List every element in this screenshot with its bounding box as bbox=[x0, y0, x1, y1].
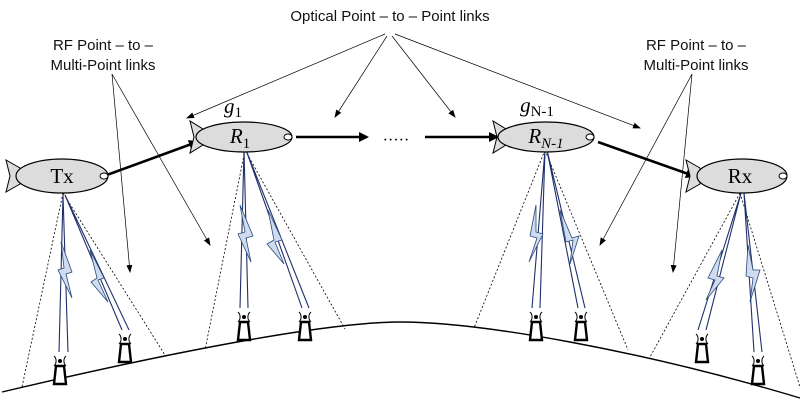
lightning-icon bbox=[237, 204, 254, 263]
lightning-icon bbox=[266, 209, 285, 265]
antenna-icon bbox=[117, 333, 133, 364]
rx-blimp: Rx bbox=[685, 158, 788, 194]
lightning-icon bbox=[528, 204, 544, 263]
gn1-label: gN-1 bbox=[520, 93, 554, 120]
antenna-icon bbox=[573, 311, 589, 342]
rx-coverage-cone bbox=[649, 192, 801, 388]
lightning-icon bbox=[559, 209, 580, 265]
r1-blimp: R1 bbox=[189, 119, 293, 155]
lightning-icon bbox=[57, 241, 73, 299]
coverage-cones bbox=[21, 149, 801, 388]
antenna-icon bbox=[750, 355, 766, 386]
lightning-icon bbox=[89, 249, 109, 303]
g1-label: g1 bbox=[224, 94, 242, 121]
rn1-label: RN-1 bbox=[527, 124, 563, 152]
rf-right-label-line1: RF Point – to – bbox=[646, 37, 747, 54]
r1-coverage-cone bbox=[204, 149, 346, 351]
antenna-icon bbox=[694, 333, 710, 364]
rn1-to-rx-link bbox=[597, 140, 696, 179]
antenna-icon bbox=[236, 311, 252, 342]
tx-beam-2 bbox=[64, 194, 130, 331]
tx-to-r1-link bbox=[103, 140, 199, 178]
rf-left-label-line1: RF Point – to – bbox=[53, 37, 154, 54]
antenna-icon bbox=[297, 311, 313, 342]
rn1-blimp: RN-1 bbox=[492, 119, 595, 155]
lightning-icon bbox=[745, 244, 761, 303]
optical-links bbox=[103, 132, 696, 179]
rn1-beam-1 bbox=[531, 149, 546, 309]
intermediate-dots: ····· bbox=[383, 132, 410, 149]
tx-coverage-cone bbox=[21, 192, 166, 388]
tx-label: Tx bbox=[50, 164, 74, 188]
ground-terminals bbox=[52, 311, 766, 386]
lightning-icon bbox=[705, 249, 725, 301]
rn1-coverage-cone bbox=[473, 149, 629, 351]
rf-lightning bbox=[57, 204, 761, 303]
tx-blimp: Tx bbox=[5, 158, 109, 194]
antenna-icon bbox=[528, 311, 544, 342]
earth-surface bbox=[1, 321, 801, 399]
r1-beam-2 bbox=[245, 149, 310, 309]
optical-links-label: Optical Point – to – Point links bbox=[290, 8, 489, 25]
optical-annotation-arrows bbox=[186, 33, 641, 129]
rf-right-label-line2: Multi-Point links bbox=[643, 57, 748, 74]
rx-label: Rx bbox=[728, 164, 753, 188]
r1-label: R1 bbox=[229, 124, 250, 152]
rf-right-annotation-arrows bbox=[599, 73, 693, 273]
rf-left-label-line2: Multi-Point links bbox=[50, 57, 155, 74]
rf-left-annotation-arrows bbox=[111, 73, 211, 273]
antenna-icon bbox=[52, 355, 68, 386]
